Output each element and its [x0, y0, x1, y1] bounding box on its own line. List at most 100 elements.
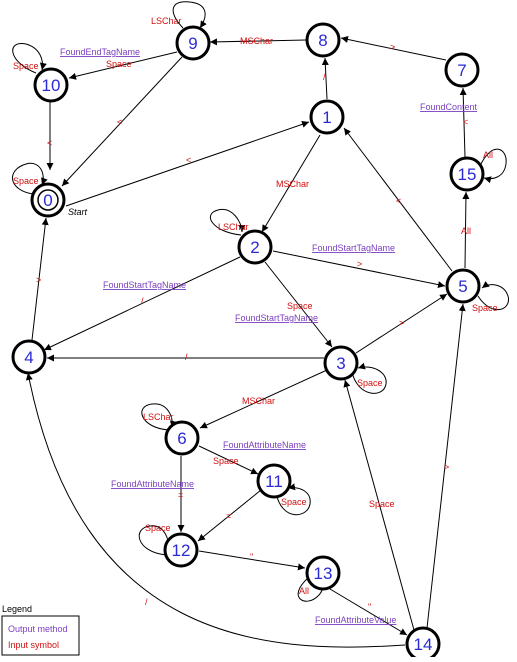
- edge-6-11: [198, 445, 259, 475]
- label-t-3-6: MSChar: [242, 396, 275, 406]
- method-t-2-4: FoundStartTagName: [103, 280, 186, 290]
- label-t-15-7: <: [463, 117, 468, 127]
- loop-edge-11: [275, 483, 311, 516]
- state-4: 4: [11, 339, 47, 375]
- edge-5-1: [343, 127, 453, 272]
- legend-box: [1, 615, 80, 656]
- edge-12-13: [198, 550, 306, 571]
- state-15: 15: [449, 156, 485, 192]
- label-t-2-4: /: [141, 296, 144, 306]
- label-t-11-12: =: [226, 511, 231, 521]
- label-t-6-12: =: [178, 490, 183, 500]
- state-13: 13: [305, 555, 341, 591]
- loop-edge-2: [209, 208, 246, 236]
- edge-9-10: [68, 51, 178, 80]
- label-t-6-11: Space: [213, 456, 239, 466]
- state-11: 11: [256, 463, 292, 499]
- legend-title: Legend: [2, 604, 32, 614]
- state-13-label: 13: [314, 564, 333, 583]
- label-t-2-3: Space: [287, 301, 313, 311]
- loop-edge-15: [479, 148, 507, 184]
- state-6-label: 6: [177, 429, 186, 448]
- loop-edge-10: [12, 43, 47, 74]
- label-t-9-0: <: [117, 117, 122, 127]
- loop-edge-3: [351, 362, 387, 394]
- state-8: 8: [305, 22, 341, 58]
- label-t-4-0: >: [36, 275, 41, 285]
- edge-2-5: [272, 250, 446, 289]
- legend-method: Output method: [8, 624, 68, 634]
- edge-7-8: [340, 36, 447, 61]
- state-14: 14: [405, 626, 441, 662]
- state-3-label: 3: [336, 354, 345, 373]
- label-t-14-5: >: [444, 462, 449, 472]
- label-t-7-8: >: [390, 42, 395, 52]
- state-2: 2: [237, 229, 273, 265]
- edge-1-8: [321, 57, 329, 100]
- label-loop-12: Space: [145, 523, 171, 533]
- edge-13-14: [329, 588, 408, 636]
- loop-edge-9: [172, 1, 207, 29]
- label-loop-15: All: [483, 150, 493, 160]
- states: 0 1 2 3 4 5 6 7: [11, 22, 485, 662]
- state-10-label: 10: [42, 76, 61, 95]
- start-label: Start: [68, 207, 88, 217]
- edge-0-1: [65, 120, 310, 207]
- label-loop-10: Space: [13, 61, 39, 71]
- state-12-label: 12: [172, 541, 191, 560]
- label-t-9-10: Space: [106, 59, 132, 69]
- method-t-2-5: FoundStartTagName: [312, 243, 395, 253]
- label-t-5-15: All: [461, 226, 471, 236]
- label-t-5-1: <: [396, 196, 401, 206]
- edge-11-12: [197, 489, 262, 542]
- edge-14-5: [426, 303, 466, 629]
- edge-9-0: [61, 56, 183, 187]
- edge-2-3: [264, 261, 333, 348]
- label-t-10-0: <: [47, 138, 52, 148]
- edge-4-0: [31, 217, 49, 341]
- state-5: 5: [445, 268, 481, 304]
- label-t-12-13: ": [250, 552, 253, 562]
- edge-8-9: [209, 38, 307, 46]
- label-t-3-4: /: [185, 352, 188, 362]
- method-t-2-3: FoundStartTagName: [235, 313, 318, 323]
- label-loop-13: All: [299, 586, 309, 596]
- label-loop-9: LSChar: [151, 16, 182, 26]
- label-t-2-5: >: [357, 259, 362, 269]
- label-t-14-3: Space: [369, 499, 395, 509]
- state-14-label: 14: [414, 635, 433, 654]
- state-3: 3: [323, 345, 359, 381]
- state-2-label: 2: [250, 238, 259, 257]
- state-0: 0: [30, 182, 66, 218]
- label-loop-0: Space: [13, 176, 39, 186]
- label-t-13-14: ": [368, 602, 371, 612]
- loop-edge-6: [141, 403, 177, 431]
- state-12: 12: [163, 532, 199, 568]
- label-loop-6: LSChar: [143, 412, 174, 422]
- edge-5-15: [462, 191, 470, 269]
- method-t-9-10: FoundEndTagName: [60, 47, 140, 57]
- state-5-label: 5: [458, 277, 467, 296]
- label-t-8-9: MSChar: [240, 36, 273, 46]
- state-4-label: 4: [24, 348, 33, 367]
- loop-edge-0: [11, 162, 48, 195]
- method-t-15-7: FoundContent: [420, 102, 478, 112]
- label-t-1-8: /: [323, 72, 326, 82]
- edge-labels: < < < / MSChar Space FoundEndTagName > <…: [13, 16, 498, 625]
- legend: Legend Output method Input symbol: [1, 604, 80, 656]
- edge-3-6: [199, 369, 328, 429]
- label-loop-3: Space: [357, 378, 383, 388]
- state-9-label: 9: [188, 34, 197, 53]
- state-1-label: 1: [322, 108, 331, 127]
- label-t-0-1: <: [186, 155, 191, 165]
- state-1: 1: [309, 99, 345, 135]
- label-t-14-4: /: [145, 597, 148, 607]
- state-7: 7: [444, 52, 480, 88]
- method-t-6-11: FoundAttributeName: [223, 440, 306, 450]
- edge-15-7: [459, 87, 467, 158]
- label-loop-11: Space: [281, 497, 307, 507]
- label-loop-2: LSChar: [218, 222, 249, 232]
- label-t-3-5: >: [399, 318, 404, 328]
